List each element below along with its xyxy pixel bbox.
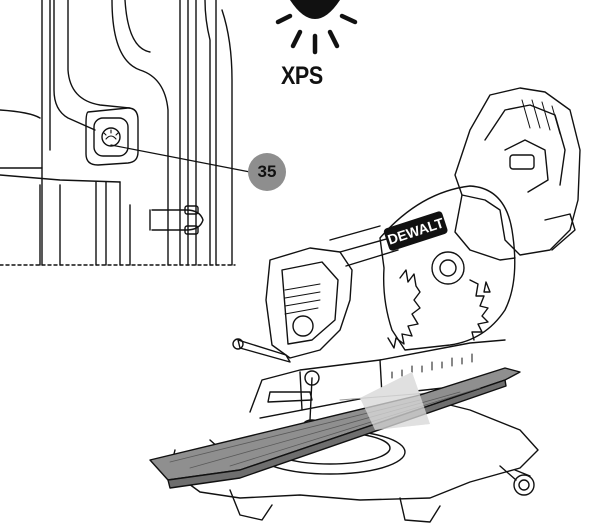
- inset-detail: [0, 0, 251, 266]
- wood-workpiece: [149, 367, 521, 489]
- miter-saw: [169, 87, 581, 523]
- xps-label: XPS: [281, 62, 323, 90]
- callout-number: 35: [248, 153, 286, 191]
- light-sun-icon: [275, 0, 358, 55]
